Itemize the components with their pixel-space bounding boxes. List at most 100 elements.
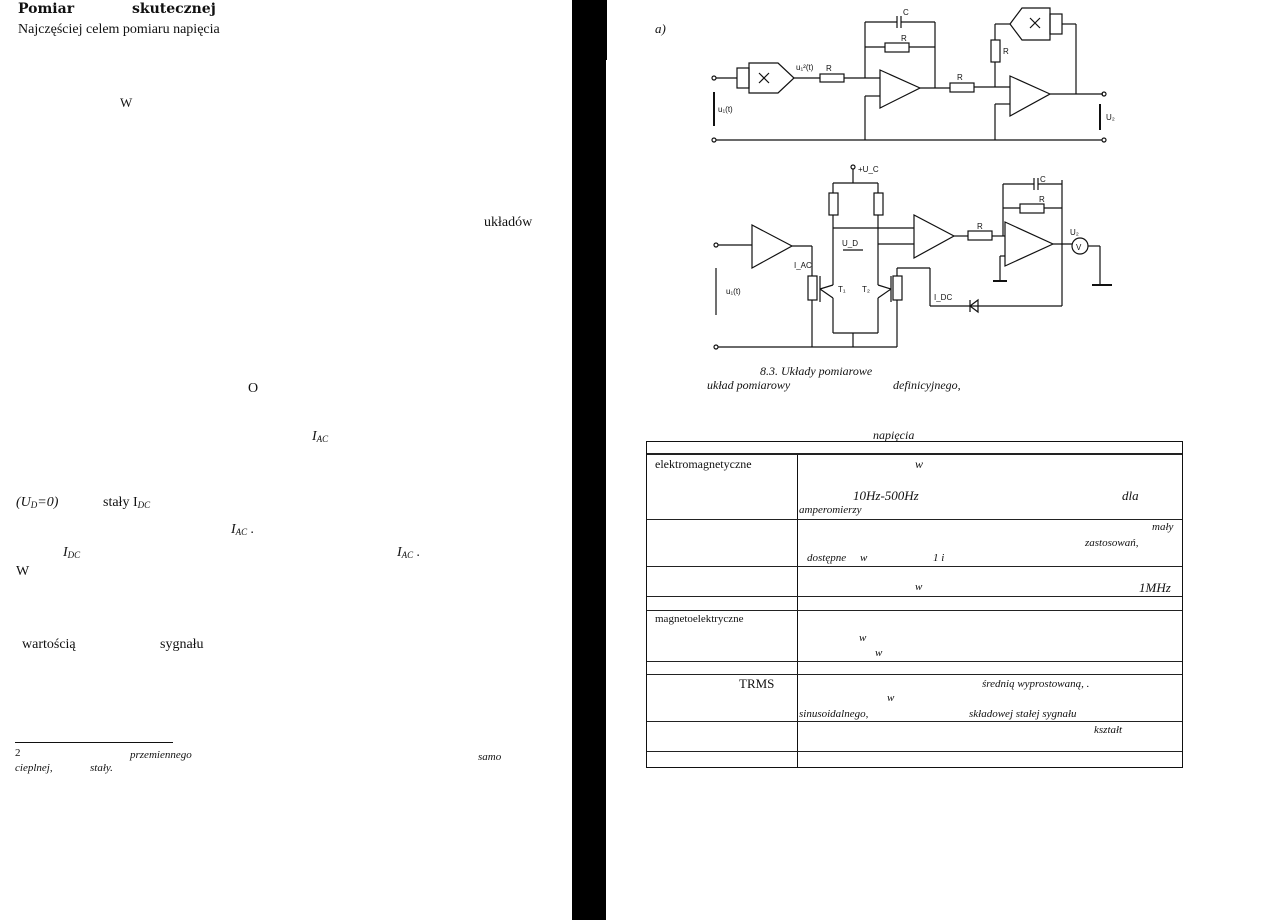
integrator-opamp (1004, 221, 1055, 267)
svg-text:V: V (1076, 243, 1082, 252)
svg-text:R: R (826, 64, 832, 73)
opamp-2 (1009, 75, 1052, 118)
svg-text:U₂: U₂ (1106, 113, 1115, 122)
svg-text:U₂: U₂ (1070, 228, 1079, 237)
heading-word-2: skutecznej (132, 1, 216, 17)
table-title: napięcia (873, 428, 915, 442)
text-o: O (248, 381, 259, 396)
ud-text: (U (16, 495, 31, 510)
row-divider (647, 453, 1182, 455)
cell-text: dla (1122, 488, 1139, 503)
symbol-i: I (231, 522, 236, 537)
text-sygnalu: sygnału (160, 637, 204, 652)
text-wartoscia: wartością (22, 637, 76, 652)
figure-label-a: a) (655, 21, 666, 36)
cell-text: dostępne (807, 552, 847, 564)
cell-text: średnią wyprostowaną, . (982, 678, 1090, 690)
svg-text:u₁(t): u₁(t) (726, 287, 741, 296)
intro-text: Najczęściej celem pomiaru napięcia (18, 22, 220, 37)
text-w: W (120, 95, 133, 110)
subscript: AC (235, 527, 248, 537)
cell-text: 10Hz-500Hz (853, 488, 919, 503)
ud-voltage-label: U_D (842, 239, 858, 248)
ud-zero: (UD=0) (16, 496, 58, 510)
subscript: AC (316, 434, 329, 444)
cell-text: 1MHz (1139, 580, 1171, 595)
row-name-elektromagnetyczne: elektromagnetyczne (655, 457, 752, 471)
text-ukladow: układów (484, 215, 533, 230)
row-divider (647, 610, 1182, 611)
symbol-i: I (312, 429, 317, 444)
row-divider (647, 566, 1182, 567)
svg-text:T₁: T₁ (838, 285, 846, 294)
multiplier-block-2 (1009, 7, 1051, 41)
symbol-iac: IAC (312, 430, 328, 444)
symbol-iac-2: IAC . (231, 522, 255, 537)
meter-comparison-table: elektromagnetyczne w 10Hz-500Hz dla ampe… (646, 441, 1183, 768)
footnote-cieplnej: cieplnej, (15, 762, 53, 774)
cell-text: składowej stałej sygnału (969, 708, 1077, 720)
cell-text: zastosowań, (1085, 537, 1139, 549)
row-name-trms: TRMS (739, 676, 775, 691)
symbol-iac-3: IAC . (397, 545, 421, 560)
row-name-magnetoelektryczne: magnetoelektryczne (655, 613, 744, 625)
cell-text: w (887, 692, 895, 704)
svg-text:R: R (957, 73, 963, 82)
text-w-2: W (16, 564, 30, 579)
cell-text: w (915, 457, 924, 471)
staly-idc: stały IDC (103, 496, 150, 510)
cell-text: w (915, 581, 923, 593)
row-divider (647, 519, 1182, 520)
cell-text: amperomierzy (799, 504, 862, 516)
subscript: DC (67, 550, 81, 560)
svg-text:C: C (1040, 175, 1046, 184)
cell-text: kształt (1094, 724, 1123, 736)
cell-text: sinusoidalnego, (799, 708, 869, 720)
figure-caption-line2b: definicyjnego, (893, 378, 961, 392)
cell-text: w (860, 552, 868, 564)
subscript: D (30, 500, 38, 510)
row-divider (647, 596, 1182, 597)
ud-rest: =0) (37, 495, 59, 510)
cell-text: w (859, 632, 867, 644)
input-amplifier (751, 224, 794, 270)
figure-caption-line1: 8.3. Układy pomiarowe (760, 364, 873, 378)
row-divider (647, 661, 1182, 662)
circuit-a: C R R R R u₁²(t) u₁(t) U₂ (711, 7, 1115, 143)
multiplier-block (748, 62, 795, 94)
idc-current-label: I_DC (934, 293, 952, 302)
diff-amplifier (913, 214, 956, 260)
svg-text:C: C (903, 8, 909, 17)
heading-word-1: Pomiar (18, 1, 75, 17)
cell-text: w (875, 647, 883, 659)
row-divider (647, 721, 1182, 722)
book-spine-shadow-top (585, 0, 607, 60)
supply-voltage-label: +U_C (858, 165, 879, 174)
footnote-staly: stały. (90, 762, 113, 774)
svg-text:R: R (901, 34, 907, 43)
subscript: DC (137, 500, 151, 510)
footnote-mark: 2 (15, 747, 21, 759)
svg-text:u₁(t): u₁(t) (718, 105, 733, 114)
footnote-rule (15, 742, 173, 743)
figure-caption-line2a: układ pomiarowy (707, 378, 791, 392)
svg-text:R: R (977, 222, 983, 231)
svg-text:R: R (1039, 195, 1045, 204)
subscript: AC (401, 550, 414, 560)
row-divider (647, 751, 1182, 752)
symbol-i: I (397, 545, 402, 560)
symbol-idc: IDC (63, 546, 80, 560)
row-divider (647, 674, 1182, 675)
opamp-1 (879, 69, 922, 109)
cell-text: 1 i (933, 552, 945, 564)
footnote-samo: samo (478, 751, 502, 763)
book-spine-shadow (572, 0, 606, 920)
svg-text:R: R (1003, 47, 1009, 56)
svg-text:T₂: T₂ (862, 285, 870, 294)
staly-text: stały I (103, 495, 138, 510)
svg-text:u₁²(t): u₁²(t) (796, 63, 814, 72)
symbol-i: I (63, 545, 68, 560)
cell-text: mały (1152, 521, 1174, 533)
